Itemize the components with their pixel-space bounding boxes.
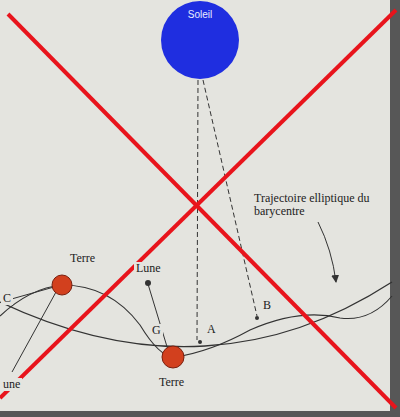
sun-disc: Soleil: [160, 0, 240, 80]
sun-label: Soleil: [160, 0, 240, 20]
point-letter: C: [1, 292, 13, 305]
point-letter: B: [261, 299, 273, 312]
trajectory-note: Trajectoire elliptique du barycentre: [252, 192, 386, 218]
body-name: Terre: [157, 376, 186, 389]
body-name: une: [1, 378, 22, 391]
point-letter: G: [150, 324, 163, 337]
body-name: Lune: [134, 262, 163, 275]
point-letter: A: [205, 323, 218, 336]
body-name: Terre: [68, 252, 97, 265]
